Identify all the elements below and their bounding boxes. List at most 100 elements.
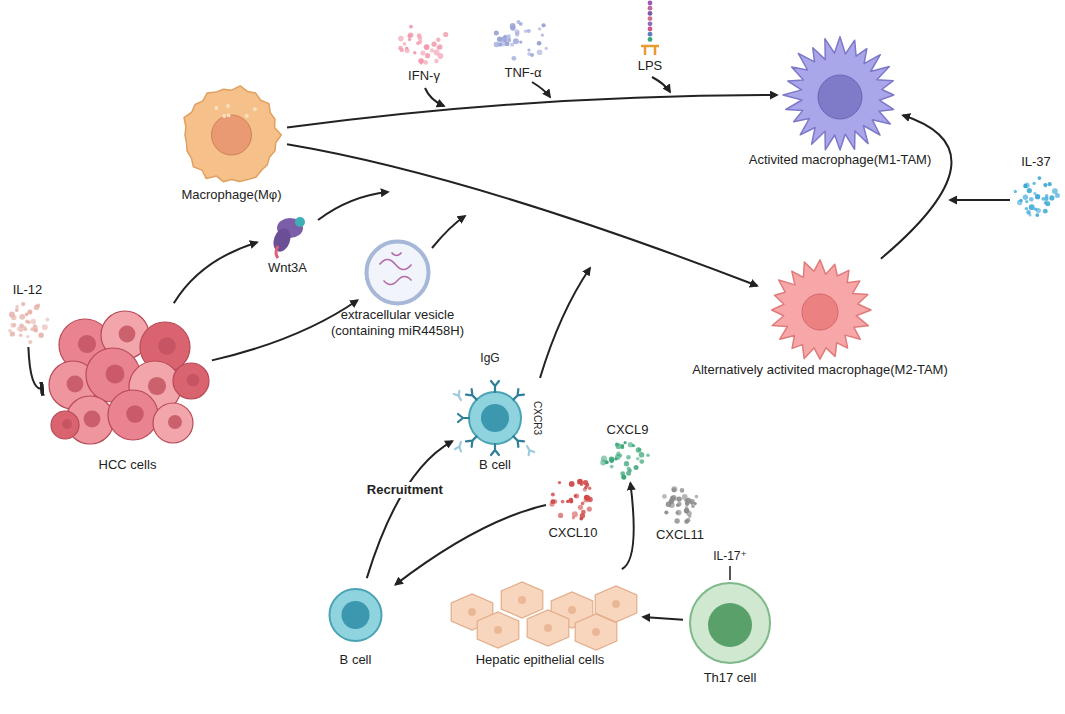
wnt-tail [276, 246, 278, 258]
cell-node: extracellular vesicle (containing miR445… [360, 240, 435, 305]
cell-nucleus [544, 624, 552, 632]
mirna-strand [380, 253, 412, 285]
cell-node: IL-12 [5, 300, 50, 345]
macrophage-body [184, 86, 281, 182]
cell-nucleus [67, 376, 84, 393]
cytokine-dot [34, 328, 38, 332]
cytokine-dot [684, 499, 688, 503]
stimulus-arrow [950, 199, 1010, 201]
cytokine-dot [610, 465, 614, 469]
cell-nucleus [818, 75, 862, 119]
stimulus-arrow [532, 82, 550, 97]
cell-label: CXCL10 [548, 525, 597, 541]
cytokine-dot [437, 44, 442, 49]
cytokine-dot [628, 469, 632, 473]
cytokine-dot [626, 455, 631, 460]
cytokine-dot [425, 53, 430, 58]
cell-illustration [548, 475, 598, 523]
cytokine-dot [407, 34, 410, 37]
cell-label: Wnt3A [268, 260, 307, 276]
cytokine-dot [677, 502, 682, 507]
cell-illustration [492, 15, 554, 63]
b-cell-body [330, 589, 382, 641]
cell-node: Wnt3A [260, 208, 315, 258]
cytokine-dot [628, 442, 633, 447]
cell-illustration [780, 40, 900, 150]
antibody-symbol [458, 414, 469, 422]
cytokine-dot [583, 480, 588, 485]
cytokine-dot [494, 42, 500, 48]
antibody-symbol [466, 434, 479, 447]
cell-nucleus [342, 601, 370, 629]
cytokine-dot [695, 495, 699, 499]
hepatocyte [477, 612, 519, 648]
cytokine-dot [408, 32, 413, 37]
antibody-stroke [491, 381, 499, 392]
cytokine-dot [558, 513, 563, 518]
cytokine-dot [519, 22, 523, 26]
cytokine-dot [38, 333, 43, 338]
cytokine-dot [581, 502, 585, 506]
cytokine-dot [434, 59, 438, 63]
antibody-symbol [455, 441, 464, 451]
cytokine-dot [1055, 193, 1060, 198]
cytokine-dot [545, 47, 548, 50]
cytokine-dot [438, 53, 444, 59]
arrow-connector [622, 483, 634, 569]
cytokine-dot [11, 315, 16, 320]
lps-unit [648, 21, 653, 26]
antibody-stroke [455, 441, 464, 451]
th17-cell-body [690, 583, 770, 663]
hepatocyte [527, 610, 569, 646]
cell-label: B cell [479, 457, 511, 473]
vesicle-dot [214, 106, 218, 110]
antibody-stroke [511, 434, 524, 447]
cytokine-dot [1029, 204, 1035, 210]
cell-illustration [260, 208, 315, 258]
cytokine-dot [622, 475, 626, 479]
cell-nucleus [802, 294, 838, 330]
lps-unit [648, 11, 653, 16]
cytokine-dot [500, 41, 506, 47]
cell-label: Th17 cell [704, 670, 757, 686]
cytokine-dot [585, 495, 591, 501]
cell-nucleus [126, 405, 144, 423]
cell-nucleus [212, 115, 252, 155]
antibody-stroke [524, 444, 534, 455]
cytokine-dot [1045, 201, 1050, 206]
cell-nucleus [592, 628, 600, 636]
cytokine-dot [624, 441, 627, 444]
cell-label: CXCL11 [656, 527, 704, 543]
cytokine-dot [601, 456, 607, 462]
cytokine-dot [403, 42, 407, 46]
antibody-symbol [511, 434, 524, 447]
cell-nucleus [158, 337, 176, 355]
stimulus-arrows [318, 77, 1010, 580]
antibody-stroke [511, 389, 524, 402]
arrow-connector [367, 441, 453, 578]
cytokine-dot [542, 23, 546, 27]
cell-illustration [655, 485, 705, 525]
cell-nucleus [708, 603, 752, 647]
cytokine-dot [676, 510, 682, 516]
cell-nucleus [494, 626, 502, 634]
cell-label: CXCL9 [607, 422, 649, 438]
cytokine-dot [430, 48, 434, 52]
cytokine-dot [19, 323, 24, 328]
cytokine-dot [672, 488, 677, 493]
cytokine-dot [639, 459, 644, 464]
cytokine-dot [574, 493, 579, 498]
cytokine-dot [619, 454, 622, 457]
cell-node: CXCL9 [600, 440, 655, 480]
cytokine-dot [409, 25, 413, 29]
cytokine-dot [443, 32, 448, 37]
lps-unit [648, 1, 653, 6]
cytokine-dot [510, 25, 515, 30]
cytokine-dot [15, 305, 19, 309]
lps-unit [648, 37, 653, 42]
cell-node: Hepatic epithelial cells [440, 570, 640, 650]
cytokine-dot [512, 56, 517, 61]
cell-label: IL-37 [1021, 154, 1051, 170]
cytokine-dot [45, 318, 49, 322]
